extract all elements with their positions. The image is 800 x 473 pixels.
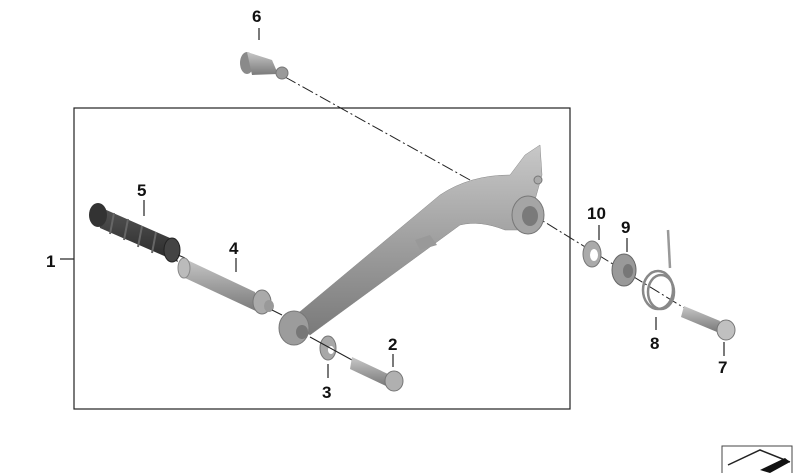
part-2-bolt-icon [350, 354, 404, 392]
callout-7: 7 [718, 358, 728, 377]
callout-9: 9 [621, 218, 631, 237]
callout-10: 10 [587, 204, 606, 223]
part-9-bushing-icon [611, 238, 637, 287]
part-6-bushing-icon [240, 28, 289, 80]
callout-5: 5 [137, 181, 147, 200]
callout-3: 3 [322, 383, 332, 402]
callout-2: 2 [388, 335, 398, 354]
callout-1: 1 [46, 252, 56, 271]
part-5-footpeg-rubber-icon [89, 200, 181, 263]
catalog-logo-icon [721, 445, 793, 473]
callout-8: 8 [650, 334, 660, 353]
part-8-spring-icon [641, 229, 676, 330]
part-10-washer-icon [582, 225, 602, 268]
part-3-washer-icon [319, 335, 337, 378]
axis-line-6 [284, 76, 471, 181]
part-7-bolt-icon [681, 306, 736, 356]
part-4-peg-pin-icon [177, 257, 274, 315]
callout-6: 6 [252, 7, 262, 26]
assembly-frame [73, 107, 571, 410]
shift-lever-arm-icon [278, 144, 545, 346]
callout-4: 4 [229, 239, 239, 258]
